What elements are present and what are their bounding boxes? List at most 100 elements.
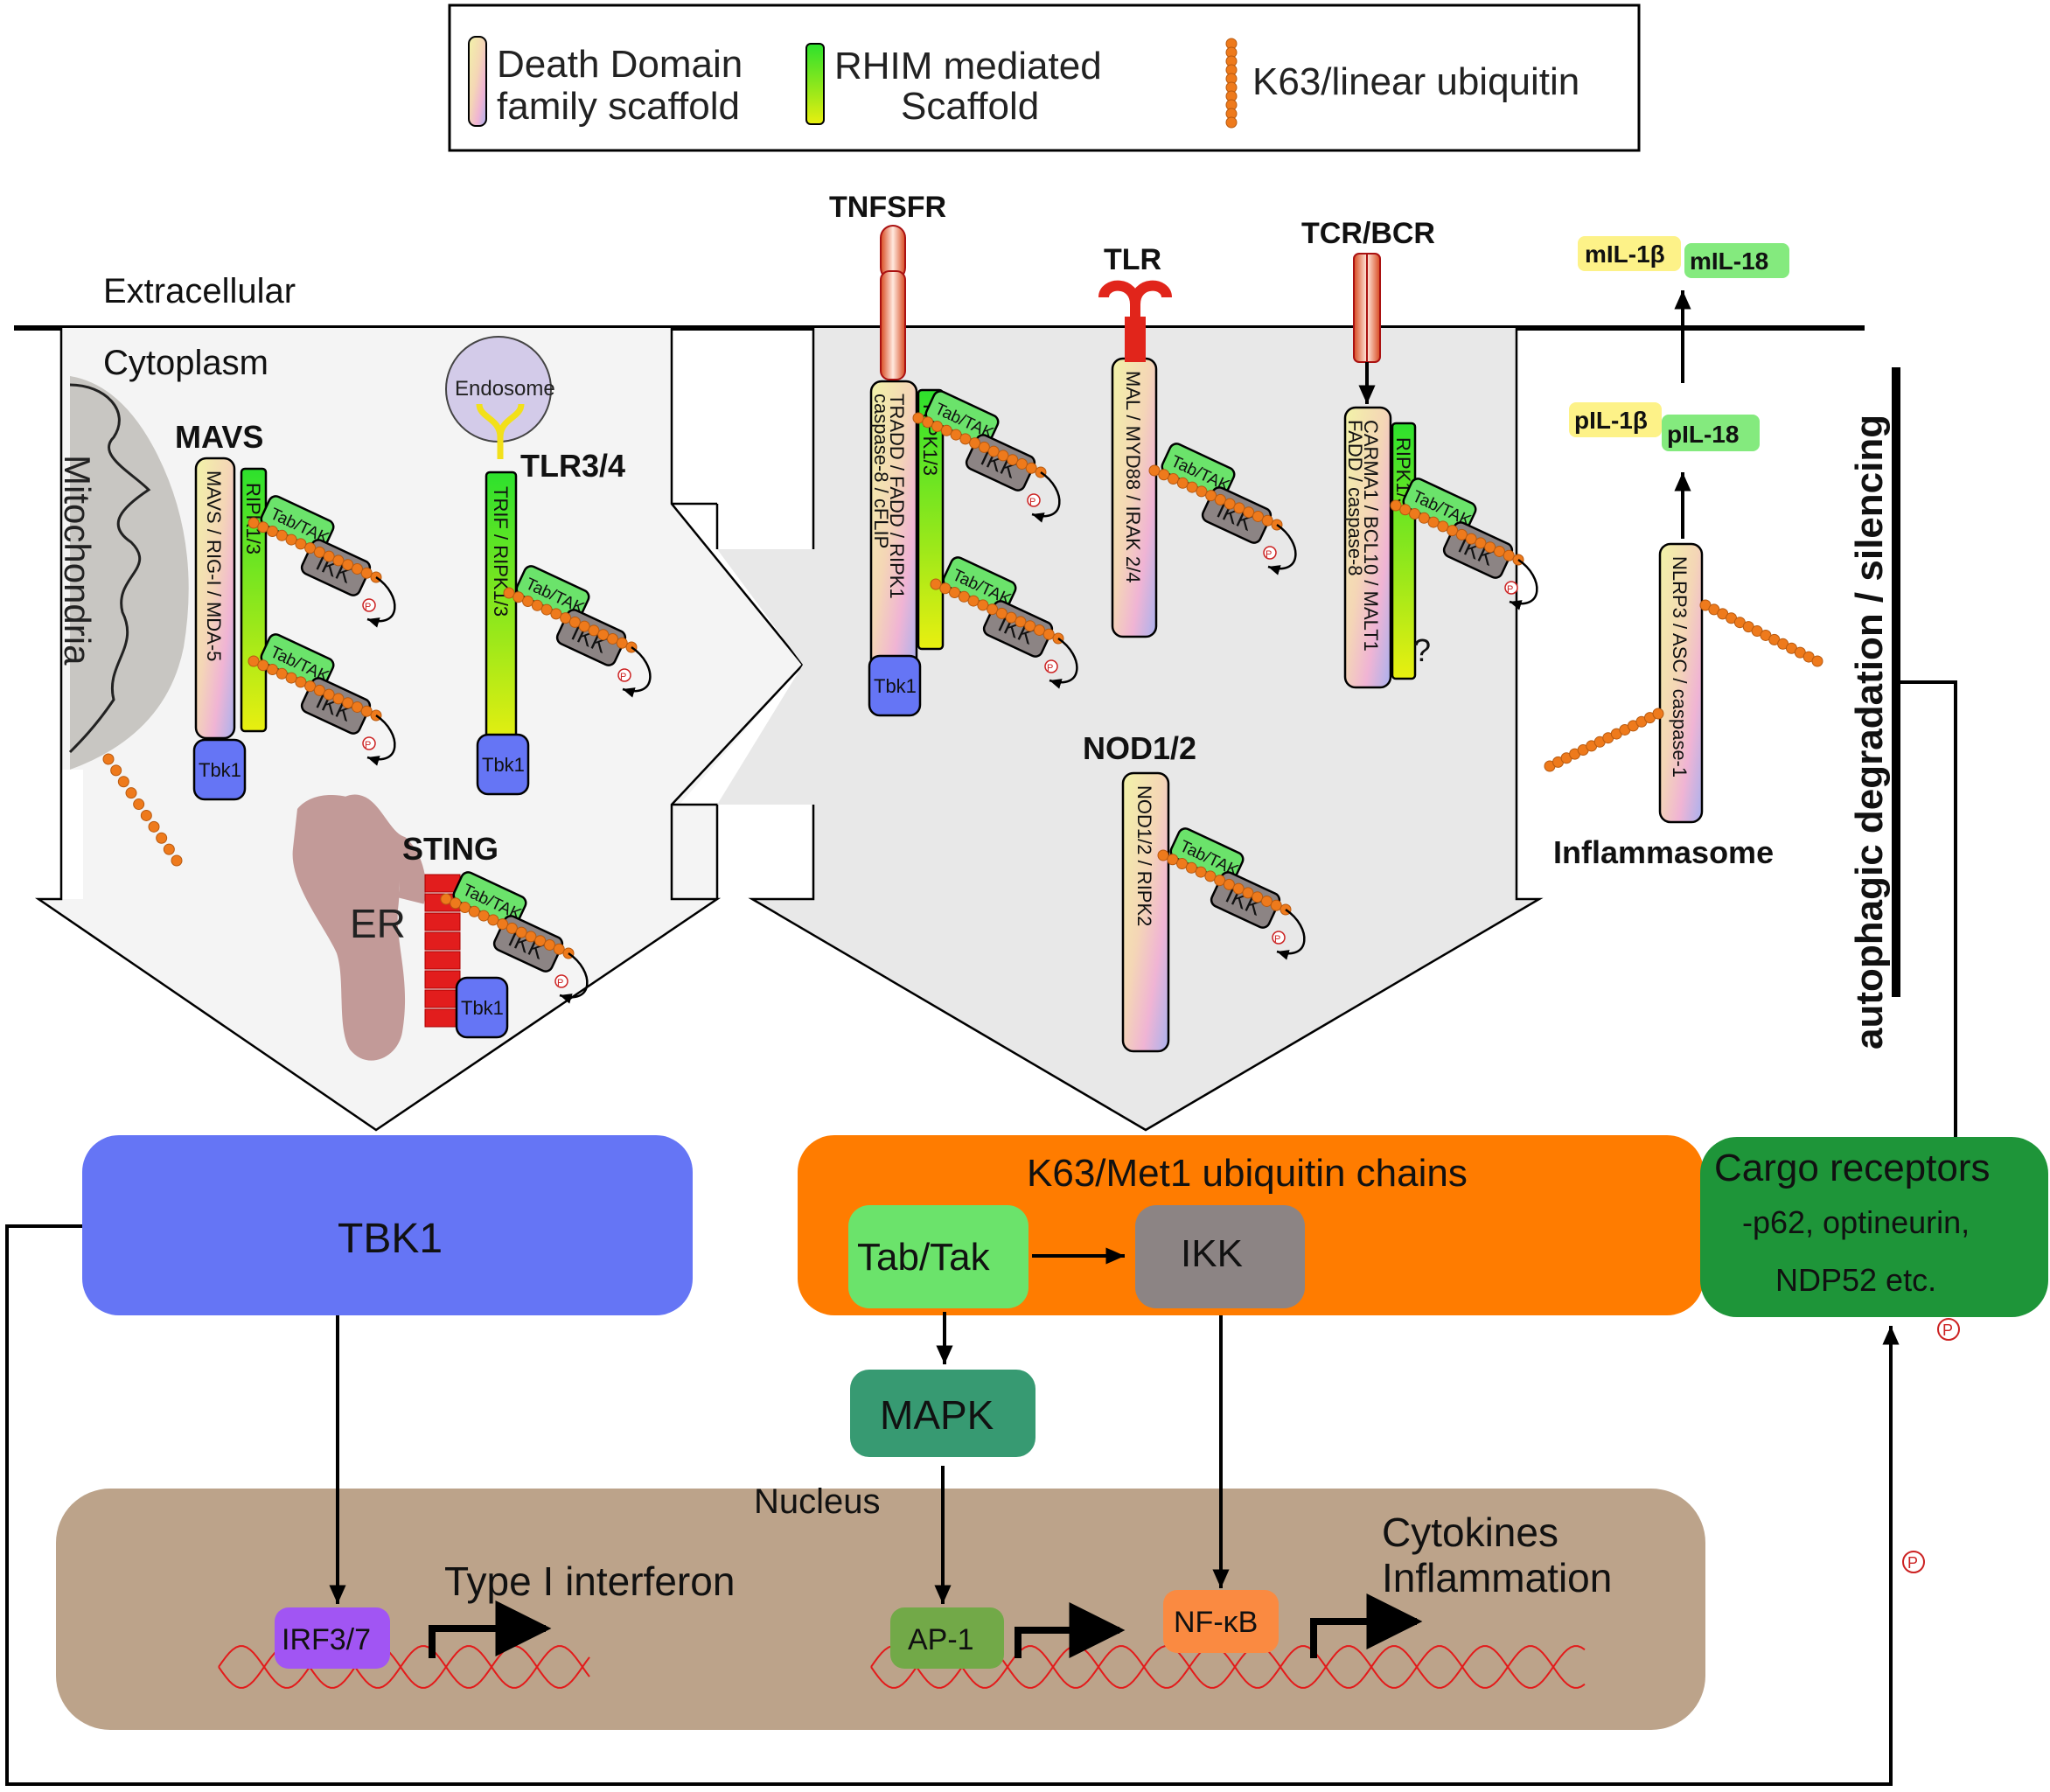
ubiquitin-bead (588, 624, 600, 637)
tnfsfr-receptor (880, 225, 906, 380)
ubiquitin-bead (1270, 899, 1282, 911)
tlr-receptor (1098, 280, 1172, 362)
phospho-marker: P (362, 598, 376, 612)
endosome-label: Endosome (455, 377, 555, 401)
ubiquitin-chain (912, 412, 1047, 478)
ubiquitin-bead (323, 550, 335, 562)
ubiquitin-bead (285, 672, 297, 684)
ubiquitin-bead (440, 893, 452, 905)
ubiquitin-bead (248, 517, 260, 529)
left-funnel-outline (34, 328, 805, 1132)
ubiquitin-bead (102, 753, 115, 765)
tcr-receptor (1353, 253, 1381, 404)
mavs-scaffold: MAVS / RIG-I / MDA-5 (194, 457, 236, 740)
irf37-label: IRF3/7 (282, 1623, 371, 1656)
ubiquitin-bead (1214, 875, 1226, 887)
ubiquitin-bead (597, 629, 610, 641)
ubiquitin-bead (997, 450, 1009, 462)
ubiquitin-bead (568, 616, 581, 628)
tlr34-label: TLR3/4 (520, 448, 625, 484)
tcr-bcr-label: TCR/BCR (1301, 217, 1435, 250)
ubiquitin-bead (125, 787, 137, 799)
ubiquitin-bead (912, 412, 924, 424)
ubiquitin-bead (977, 599, 989, 611)
nucleus-label: Nucleus (754, 1482, 881, 1521)
ubiquitin-bead (295, 676, 307, 688)
ubiquitin-bead (958, 590, 970, 603)
tcr-rhim-scaffold: RIPK1/3 (1391, 422, 1417, 680)
ubiquitin-bead (332, 693, 345, 705)
phospho-marker: P (1902, 1551, 1925, 1573)
ubiquitin-bead (1233, 502, 1245, 514)
cytokines-label: Cytokines (1382, 1510, 1558, 1555)
ubiquitin-bead (110, 764, 122, 777)
cargo-receptors-line2: -p62, optineurin, (1742, 1204, 1970, 1240)
ubiquitin-bead (550, 608, 562, 620)
ubiquitin-bead (304, 542, 317, 554)
ubiquitin-bead (156, 832, 168, 844)
legend-ubiquitin-label: K63/linear ubiquitin (1252, 60, 1579, 103)
tnfsfr-scaffold-label: caspase-8 / cFLIP (870, 394, 892, 548)
ubiquitin-bead (1243, 506, 1255, 519)
ubiquitin-chain (1544, 708, 1664, 772)
ubiquitin-bead (163, 843, 175, 855)
svg-text:P: P (365, 740, 371, 750)
type1-ifn-label: Type I interferon (444, 1558, 735, 1604)
ubiquitin-bead (1033, 624, 1045, 636)
ubiquitin-bead (1176, 858, 1189, 870)
ubiquitin-bead (1455, 528, 1468, 540)
ikk-box-label: IKK (1181, 1232, 1243, 1275)
svg-text:Tbk1: Tbk1 (874, 675, 917, 697)
nlrp3-scaffold: NLRP3 / ASC / caspase-1 (1658, 542, 1704, 824)
ikk-box (1135, 1205, 1305, 1308)
ubiquitin-bead (1148, 464, 1161, 477)
ubiquitin-bead (1015, 457, 1028, 470)
svg-text:P: P (1047, 663, 1053, 673)
irf37-box (275, 1607, 390, 1669)
ubiquitin-bead (1493, 545, 1505, 557)
ubiquitin-bead (468, 905, 480, 917)
tab-tak-box-label: Tab/Tak (857, 1236, 991, 1279)
ubiquitin-bead (360, 567, 373, 579)
mavs-label: MAVS (175, 419, 263, 455)
ubiquitin-bead (1260, 895, 1273, 907)
ubiquitin-bead (1167, 854, 1179, 866)
ubiquitin-bead (1204, 870, 1217, 882)
ubiquitin-bead (522, 596, 534, 608)
ubiquitin-chain (248, 655, 382, 722)
ubiquitin-bead (949, 587, 961, 599)
ubiquitin-bead (1158, 469, 1170, 481)
ubiquitin-bead (506, 922, 518, 934)
ubiquitin-bead (534, 935, 547, 947)
tnfsfr-scaffold-label: TRADD / FADD / RIPK1 (886, 394, 908, 599)
ubiquitin-bead (1205, 490, 1217, 502)
ubiquitin-bead (478, 910, 490, 922)
phospho-marker: P (1263, 546, 1277, 560)
ubiquitin-bead (1007, 454, 1019, 466)
phospho-marker: P (1044, 659, 1058, 673)
ubiquitin-chain (1699, 599, 1823, 667)
svg-text:P: P (620, 672, 626, 682)
extracellular-label: Extracellular (103, 272, 296, 310)
phospho-marker: P (617, 668, 631, 682)
ubiquitin-bead (1484, 541, 1496, 554)
ubiquitin-bead (257, 521, 269, 533)
endosome: Endosome (445, 336, 555, 459)
tab-tak-box (848, 1205, 1028, 1308)
svg-text:Tbk1: Tbk1 (199, 759, 241, 781)
ap1-label: AP-1 (908, 1623, 974, 1656)
ubiquitin-bead (1025, 462, 1037, 474)
tbk1-box (82, 1135, 693, 1315)
ubiquitin-bead (978, 441, 990, 453)
ubiquitin-chain (503, 587, 638, 653)
ubiquitin-bead (987, 603, 999, 616)
svg-text:P: P (365, 602, 371, 612)
ubiquitin-bead (1252, 891, 1264, 903)
legend-rhim-label-2: Scaffold (901, 85, 1039, 128)
tcr-scaffold-label: FADD / caspase-8 (1344, 420, 1366, 576)
tlr-scaffold: MAL / MYD88 / IRAK 2/4 (1111, 357, 1158, 638)
